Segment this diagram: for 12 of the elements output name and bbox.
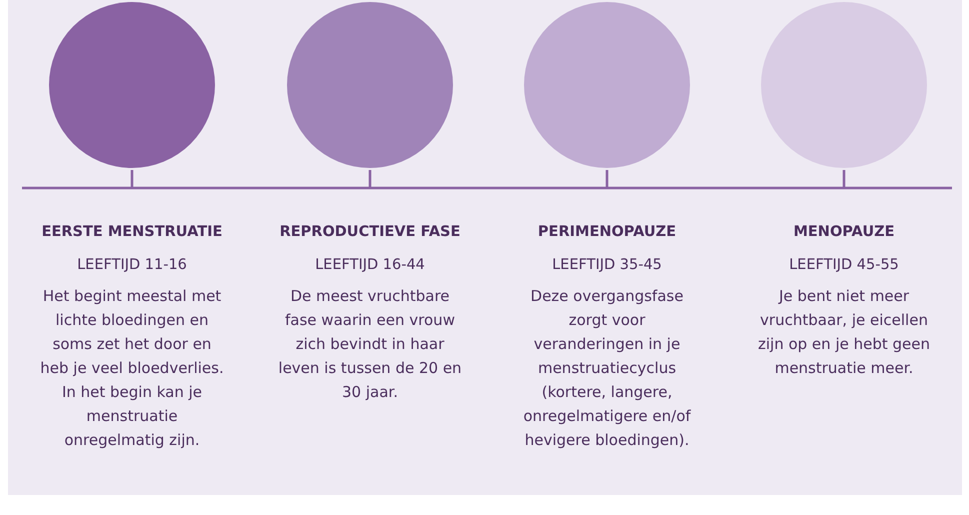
phase-title: MENOPAUZE (792, 224, 896, 240)
phase-title: PERIMENOPAUZE (536, 224, 678, 240)
phase-description: Je bent niet meer vruchtbaar, je eicellen zijn op en je hebt geen menstruatie meer. (756, 286, 931, 379)
age-range: LEEFTIJD 45-55 (788, 257, 900, 273)
phase-description: Deze overgangsfase zorgt voor veranderingen in je menstruatiecyclus (kortere, langere, onregelmatigere en/of hevigere bloedingen). (522, 286, 692, 451)
age-range: LEEFTIJD 11-16 (76, 257, 188, 273)
age-range: LEEFTIJD 16-44 (314, 257, 426, 273)
phase-title: REPRODUCTIEVE FASE (278, 224, 462, 240)
phase-description: Het begint meestal met lichte bloedingen en soms zet het door en heb je veel bloedverlies. In het begin kan je menstruatie onregelmatig zijn. (40, 286, 224, 451)
phase-title: EERSTE MENSTRUATIE (40, 224, 224, 240)
phase-description: De meest vruchtbare fase waarin een vrouw zich bevindt in haar leven is tussen de 20 en 30 jaar. (278, 286, 462, 403)
age-range: LEEFTIJD 35-45 (551, 257, 663, 273)
